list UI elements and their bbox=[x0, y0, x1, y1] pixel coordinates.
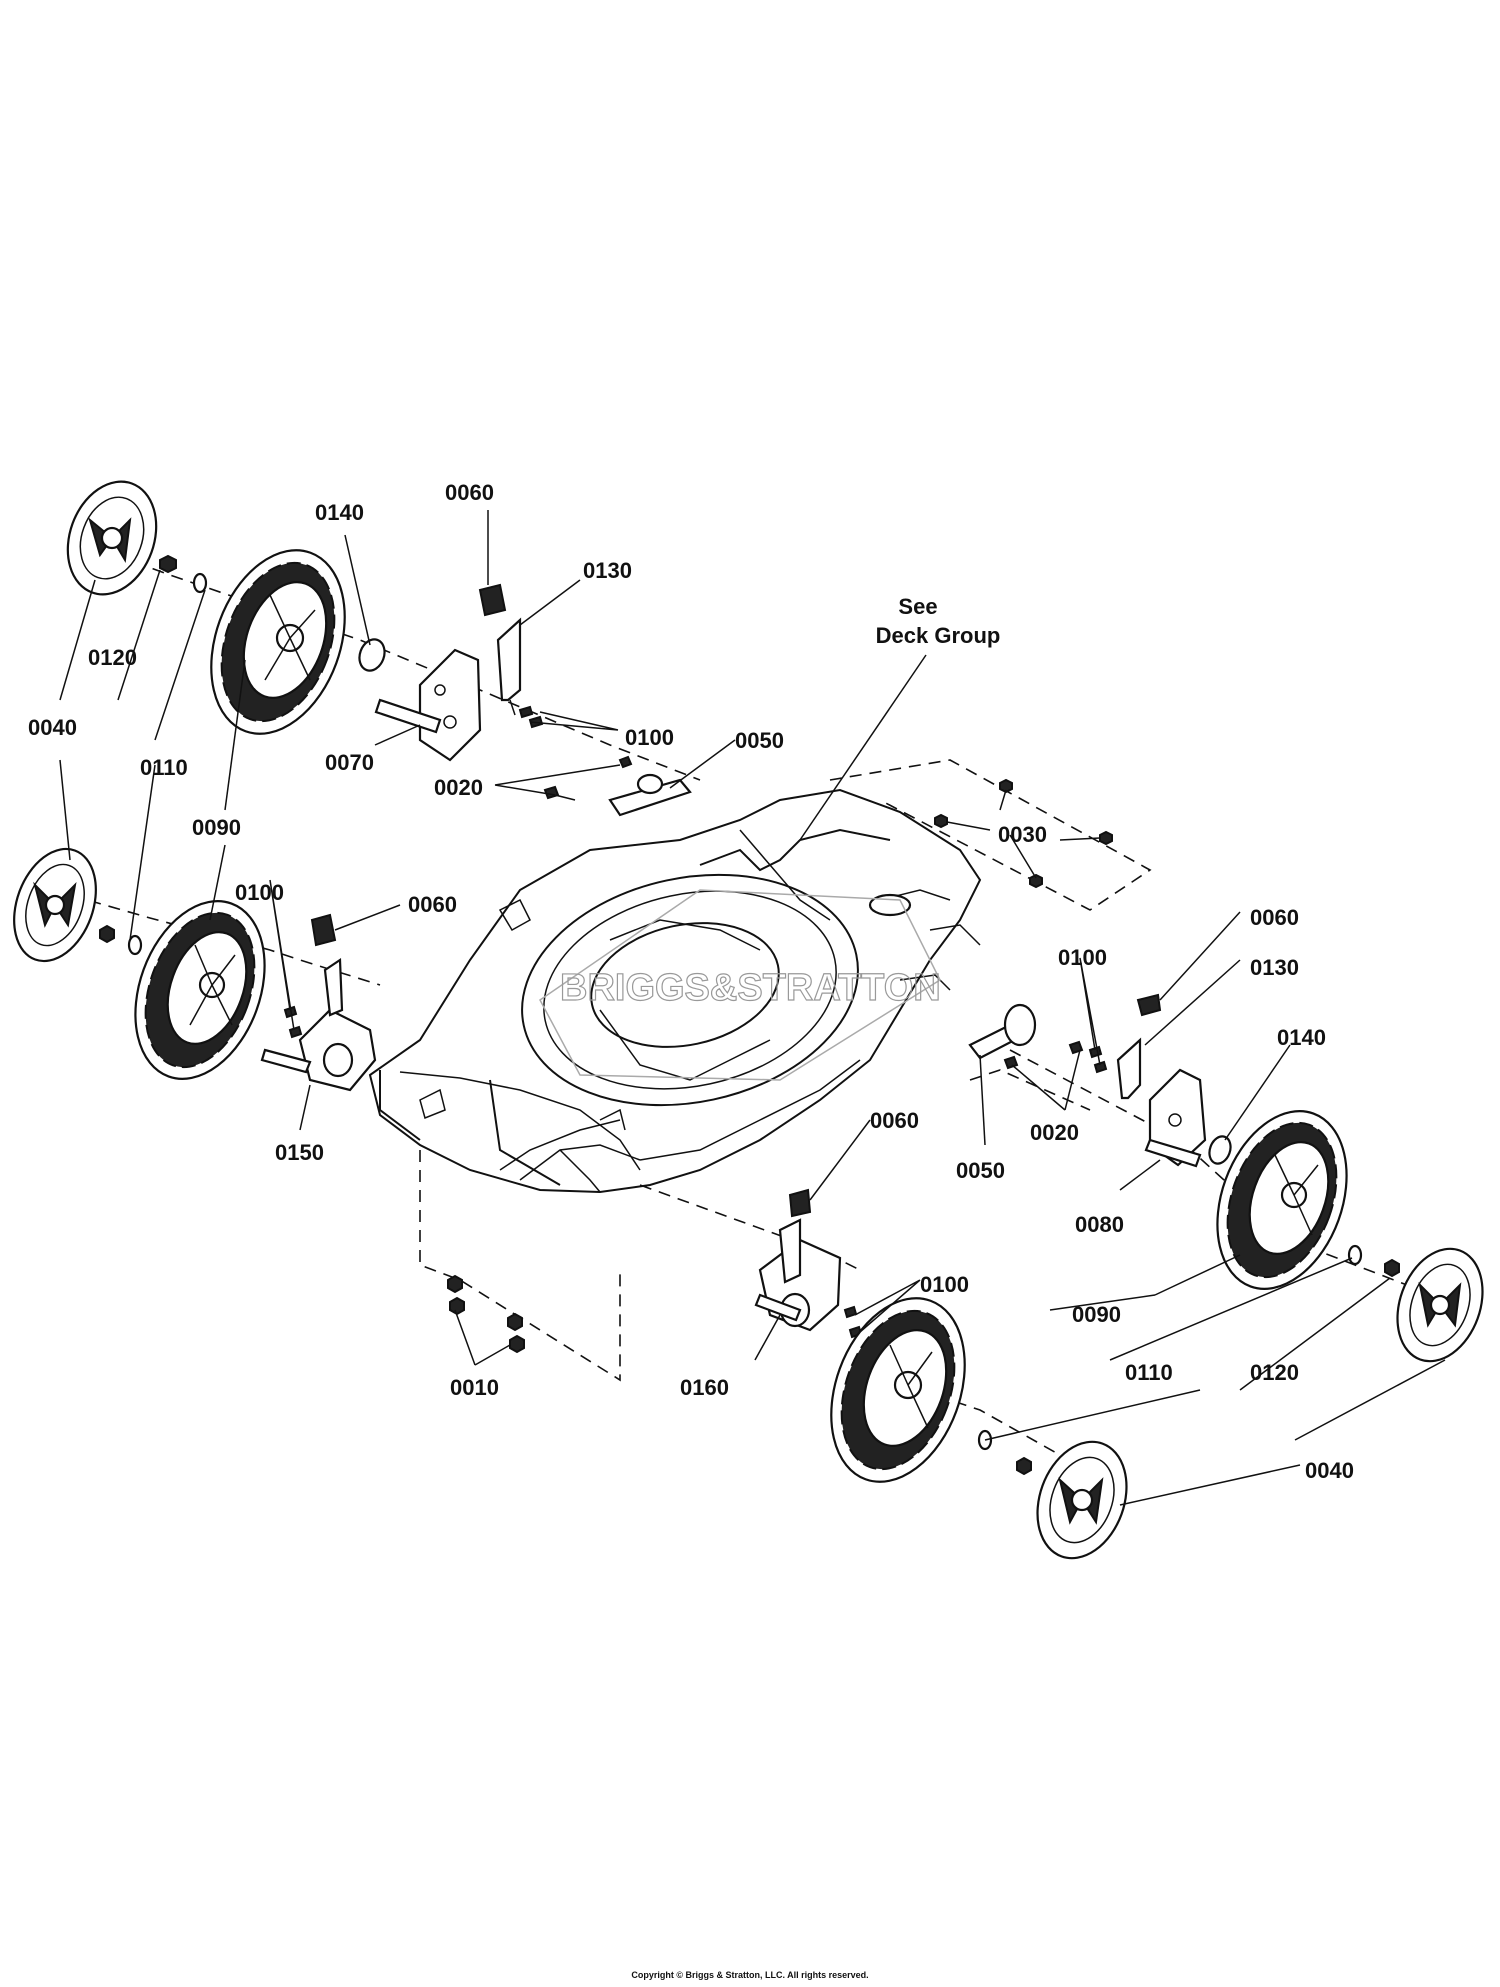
bracket-0080 bbox=[1144, 1068, 1207, 1168]
bracket-0070 bbox=[374, 648, 482, 762]
bolts-0020-top bbox=[543, 755, 633, 801]
retaining-ring-0140-right bbox=[1208, 1135, 1232, 1165]
callout-0130-top: 0130 bbox=[583, 558, 632, 583]
washer-0110-top bbox=[192, 572, 208, 594]
callout-0060-mid: 0060 bbox=[870, 1108, 919, 1133]
callout-0060-left: 0060 bbox=[408, 892, 457, 917]
callout-0090-right: 0090 bbox=[1072, 1302, 1121, 1327]
callout-0140-right: 0140 bbox=[1277, 1025, 1326, 1050]
callout-0120-right: 0120 bbox=[1250, 1360, 1299, 1385]
knob-0060-right bbox=[1136, 993, 1162, 1017]
wheel-0090-top bbox=[210, 549, 346, 735]
callout-labels: 0140 0060 0130 0120 0040 0110 0090 0070 … bbox=[28, 480, 1354, 1483]
callout-0100-right: 0100 bbox=[1058, 945, 1107, 970]
hubcap-mid-left bbox=[13, 847, 97, 963]
callout-0070: 0070 bbox=[325, 750, 374, 775]
hubcap-top-left bbox=[66, 480, 158, 596]
callout-0010: 0010 bbox=[450, 1375, 499, 1400]
wheel-0090-bottom bbox=[830, 1297, 966, 1483]
note-deck-group: Deck Group bbox=[876, 623, 1001, 648]
callout-0090-left: 0090 bbox=[192, 815, 241, 840]
hubcap-bottom bbox=[1036, 1440, 1128, 1560]
retaining-ring-0140-top bbox=[358, 638, 386, 672]
wheel-0090-right bbox=[1216, 1110, 1348, 1290]
washer-0110-mid bbox=[127, 934, 143, 956]
bolts-0020-right bbox=[1003, 1040, 1084, 1070]
callout-0100-top: 0100 bbox=[625, 725, 674, 750]
height-lever-0130-top bbox=[496, 617, 522, 716]
callout-0150: 0150 bbox=[275, 1140, 324, 1165]
callout-0050-right: 0050 bbox=[956, 1158, 1005, 1183]
callout-0130-right: 0130 bbox=[1250, 955, 1299, 980]
screws-0100-right bbox=[1088, 1045, 1108, 1074]
callout-0110-left: 0110 bbox=[140, 755, 188, 780]
callout-0110-right: 0110 bbox=[1125, 1360, 1173, 1385]
callout-0060-top: 0060 bbox=[445, 480, 494, 505]
callout-0020-top: 0020 bbox=[434, 775, 483, 800]
nut-0120-mid bbox=[99, 924, 115, 944]
callout-0100-bottom: 0100 bbox=[920, 1272, 969, 1297]
washer-0110-right bbox=[1347, 1244, 1363, 1266]
nut-0120-right bbox=[1384, 1258, 1400, 1278]
knob-0060-left bbox=[310, 913, 337, 947]
leader-lines bbox=[59, 510, 1446, 1506]
callout-0140-top: 0140 bbox=[315, 500, 364, 525]
nuts-0010 bbox=[447, 1274, 525, 1354]
callout-0160: 0160 bbox=[680, 1375, 729, 1400]
pivot-bar-0050-right bbox=[968, 1003, 1037, 1060]
callout-0100-left: 0100 bbox=[235, 880, 284, 905]
note-see: See bbox=[898, 594, 937, 619]
hubcap-right bbox=[1396, 1247, 1484, 1363]
height-lever-0130-right bbox=[1116, 1037, 1142, 1100]
callout-0120-left: 0120 bbox=[88, 645, 137, 670]
bracket-0150 bbox=[260, 957, 377, 1092]
callout-0050-top: 0050 bbox=[735, 728, 784, 753]
mower-deck bbox=[368, 788, 982, 1194]
briggs-watermark: BRIGGS&STRATTON bbox=[539, 889, 941, 1081]
callout-0020-right: 0020 bbox=[1030, 1120, 1079, 1145]
knob-0060-mid bbox=[788, 1188, 812, 1218]
callout-0030: 0030 bbox=[998, 822, 1047, 847]
callout-0060-right: 0060 bbox=[1250, 905, 1299, 930]
knob-0060-top bbox=[478, 583, 507, 617]
pivot-bar-0050-top bbox=[608, 773, 692, 817]
screws-0100-top bbox=[518, 705, 544, 729]
copyright-notice: Copyright © Briggs & Stratton, LLC. All … bbox=[631, 1970, 868, 1980]
callout-0040-right: 0040 bbox=[1305, 1458, 1354, 1483]
watermark-text: BRIGGS&STRATTON bbox=[560, 967, 941, 1009]
bracket-0160 bbox=[754, 1218, 842, 1332]
nut-0120-top bbox=[159, 554, 177, 574]
nut-0120-bottom bbox=[1016, 1456, 1032, 1476]
nuts-0030 bbox=[934, 778, 1113, 889]
callout-0080: 0080 bbox=[1075, 1212, 1124, 1237]
wheel-0090-mid bbox=[134, 900, 266, 1080]
callout-0040-left: 0040 bbox=[28, 715, 77, 740]
